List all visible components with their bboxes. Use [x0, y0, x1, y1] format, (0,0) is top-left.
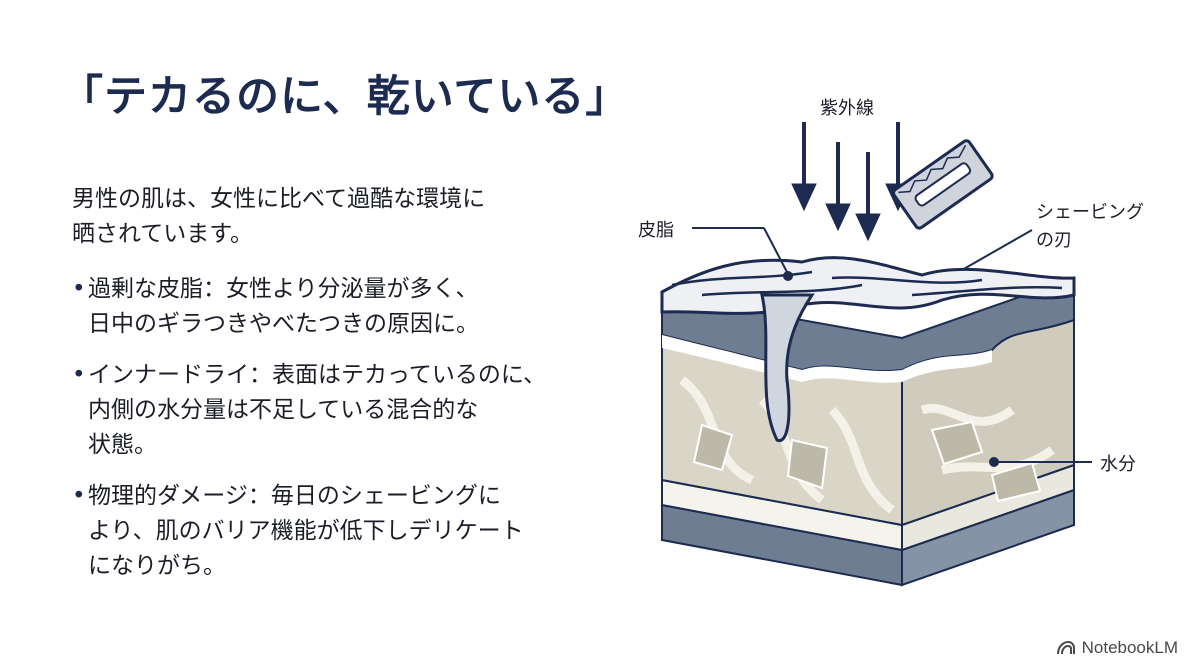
bullet-line: 内側の水分量は不足している混合的な — [88, 397, 479, 423]
bullet-line: 物理的ダメージ：毎日のシェービングに — [88, 483, 501, 509]
bullet-line: 日中のギラつきやべたつきの原因に。 — [88, 311, 479, 337]
base-layer — [661, 463, 1075, 587]
intro-text: 男性の肌は、女性に比べて過酷な環境に 晒されています。 — [72, 182, 592, 252]
intro-line: 晒されています。 — [72, 221, 254, 247]
bullet-dot-icon: • — [72, 276, 86, 302]
intro-line: 男性の肌は、女性に比べて過酷な環境に — [72, 186, 486, 212]
brand-name: NotebookLM — [1081, 638, 1178, 657]
bullet-item-sebum: • 過剰な皮脂：女性より分泌量が多く、 日中のギラつきやべたつきの原因に。 — [72, 272, 612, 342]
moisture-label: 水分 — [1100, 454, 1136, 475]
bullet-line: になりがち。 — [88, 553, 226, 579]
notebooklm-logo-icon — [1056, 640, 1075, 655]
bullet-line: インナードライ：表面はテカっているのに、 — [88, 362, 547, 388]
bullet-line: 過剰な皮脂：女性より分泌量が多く、 — [88, 276, 479, 302]
blade-label-line1: シェービング — [1036, 202, 1144, 223]
bullet-item-damage: • 物理的ダメージ：毎日のシェービングに より、肌のバリア機能が低下しデリケート… — [72, 479, 612, 584]
sebum-layer — [660, 256, 1076, 443]
bullet-line: 状態。 — [88, 432, 157, 458]
footer-brand: NotebookLM — [1056, 638, 1178, 658]
uv-label: 紫外線 — [820, 98, 874, 119]
skin-layers-illustration — [660, 122, 1092, 587]
bullet-dot-icon: • — [72, 483, 86, 509]
slide-title: 「テカるのに、乾いている」 — [60, 72, 630, 122]
bullet-list: • 過剰な皮脂：女性より分泌量が多く、 日中のギラつきやべたつきの原因に。 • … — [72, 272, 612, 600]
skin-cross-section-diagram: 紫外線 皮脂 シェービング の刃 水分 — [612, 80, 1172, 625]
uv-arrows-icon — [791, 122, 911, 242]
blade-label-line2: の刃 — [1036, 230, 1072, 251]
bullet-dot-icon: • — [72, 362, 86, 388]
sebum-label: 皮脂 — [638, 220, 674, 241]
leader-lines — [692, 227, 1092, 467]
bullet-line: より、肌のバリア機能が低下しデリケート — [88, 518, 524, 544]
razor-blade-icon — [892, 139, 994, 230]
bullet-item-inner-dry: • インナードライ：表面はテカっているのに、 内側の水分量は不足している混合的な… — [72, 358, 612, 463]
